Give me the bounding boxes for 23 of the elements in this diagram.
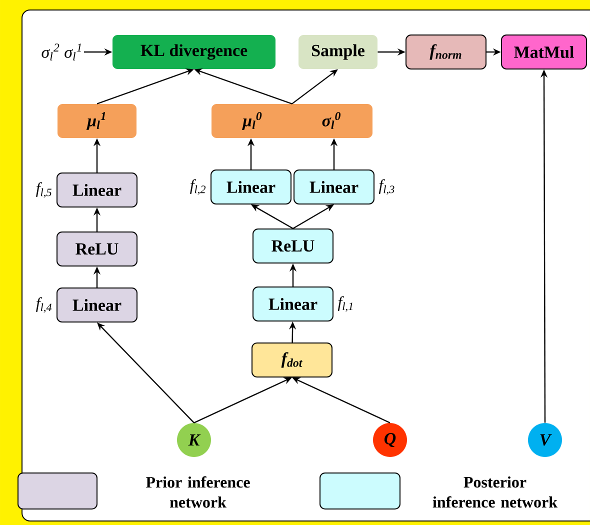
relu-box: ReLU xyxy=(252,228,334,264)
function-label: f$_{l,1}$ xyxy=(338,296,352,312)
function-label: f$_{l,5}$ xyxy=(36,182,52,198)
dot-function-box: f$_{dot}$ xyxy=(252,342,332,378)
variance-label: σ$_{l}$$^{2}$ σ$_{l}$1 xyxy=(42,44,81,60)
linear-box: Linear xyxy=(294,170,374,204)
arrow xyxy=(97,322,194,424)
sample-box: Sample xyxy=(298,35,378,69)
kl-divergence-box: KL divergence xyxy=(112,35,276,69)
mean-box: μ$_{l}$1 xyxy=(58,104,136,138)
matmul-box: MatMul xyxy=(501,34,587,70)
linear-box: Linear xyxy=(56,288,138,322)
linear-box: Linear xyxy=(210,170,292,204)
function-label: f$_{l,3}$ xyxy=(378,179,394,195)
legend-label: Posterior inference network xyxy=(432,476,558,508)
function-label: f$_{l,2}$ xyxy=(190,179,206,195)
function-label: f$_{l,4}$ xyxy=(36,297,52,313)
linear-box: Linear xyxy=(56,172,138,208)
relu-box: ReLU xyxy=(56,232,138,266)
norm-function-box: f$_{norm}$ xyxy=(406,34,486,70)
mean-variance-box: μ$_{l}$0 σ$_{l}$0 xyxy=(212,104,372,138)
linear-box: Linear xyxy=(252,286,334,322)
legend-label: Prior inference network xyxy=(146,476,250,508)
